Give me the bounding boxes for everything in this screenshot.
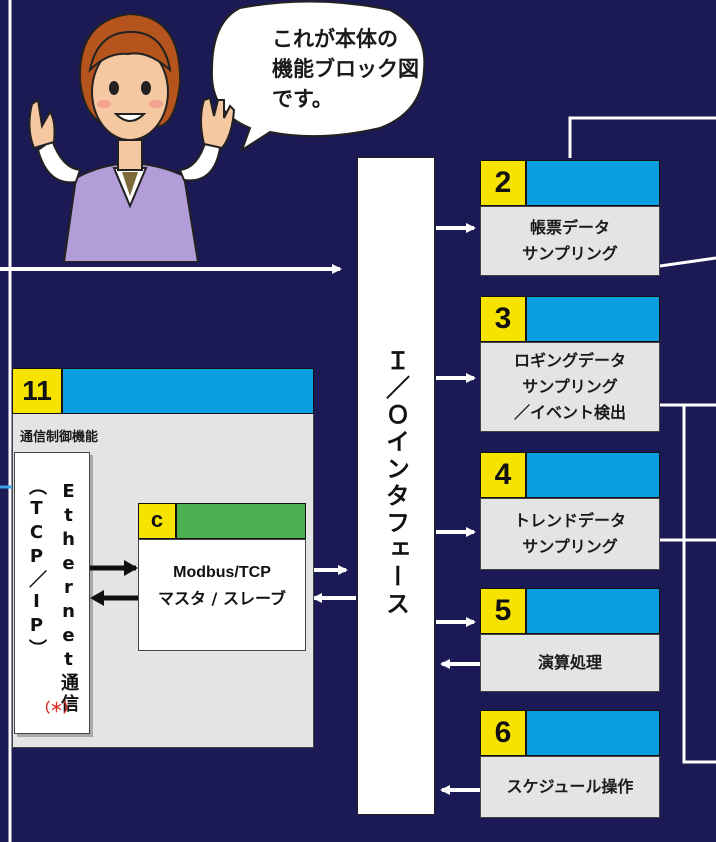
- module-4-number: 4: [480, 452, 526, 498]
- module-2-body: 帳票データ サンプリング: [480, 206, 660, 276]
- module-6-header: [526, 710, 660, 756]
- modbus-line-2: マスタ / スレーブ: [157, 589, 287, 608]
- module-5-header: [526, 588, 660, 634]
- module-3-header: [526, 296, 660, 342]
- modbus-line-1: Modbus/TCP: [173, 564, 271, 581]
- module-5-body: 演算処理: [480, 634, 660, 692]
- module-6-number: 6: [480, 710, 526, 756]
- tcpip-label: （TCP／IP）: [26, 477, 47, 660]
- ethernet-label: Ethernet通信: [58, 481, 79, 715]
- module-11-header: [62, 368, 314, 414]
- presenter-woman-icon: [28, 12, 236, 262]
- module-4-line-1: トレンドデータ: [513, 511, 626, 530]
- speech-bubble-line-1: これが本体の: [272, 27, 398, 51]
- modbus-block: Modbus/TCP マスタ / スレーブ: [138, 539, 306, 651]
- io-interface-label: Ｉ／Ｏインタフェース: [381, 348, 410, 618]
- ethernet-note: （＊）: [37, 701, 77, 716]
- module-2-line-2: サンプリング: [522, 244, 618, 263]
- module-5-number: 5: [480, 588, 526, 634]
- speech-bubble-line-2: 機能ブロック図: [272, 57, 419, 81]
- sub-block-c-letter: c: [138, 503, 176, 539]
- module-6-line-1: スケジュール操作: [506, 777, 634, 796]
- speech-bubble-line-3: です。: [272, 87, 333, 111]
- module-3-number: 3: [480, 296, 526, 342]
- right-bus-line: [682, 405, 716, 764]
- module2-right-connector: [659, 256, 716, 268]
- module-11-number: 11: [12, 368, 62, 414]
- speech-bubble-shape: [210, 0, 426, 153]
- module2-top-connector: [568, 116, 716, 158]
- module-3-line-3: ／イベント検出: [513, 403, 626, 422]
- module-2-number: 2: [480, 160, 526, 206]
- module-3-body: ロギングデータ サンプリング ／イベント検出: [480, 342, 660, 432]
- module-2-header: [526, 160, 660, 206]
- module-4-body: トレンドデータ サンプリング: [480, 498, 660, 570]
- ethernet-comm-box: Ethernet通信 （TCP／IP） （＊）: [14, 452, 90, 734]
- module-2-line-1: 帳票データ: [529, 218, 610, 237]
- module-3-line-1: ロギングデータ: [513, 351, 626, 370]
- module-5-line-1: 演算処理: [537, 653, 602, 672]
- module-6-body: スケジュール操作: [480, 756, 660, 818]
- sub-block-c-header: [176, 503, 306, 539]
- module-11-title: 通信制御機能: [20, 430, 99, 445]
- ethernet-modbus-arrows: [90, 560, 138, 606]
- module-3-line-2: サンプリング: [522, 377, 618, 396]
- io-interface-box: Ｉ／Ｏインタフェース: [357, 157, 435, 815]
- module-4-line-2: サンプリング: [522, 537, 618, 556]
- module-4-header: [526, 452, 660, 498]
